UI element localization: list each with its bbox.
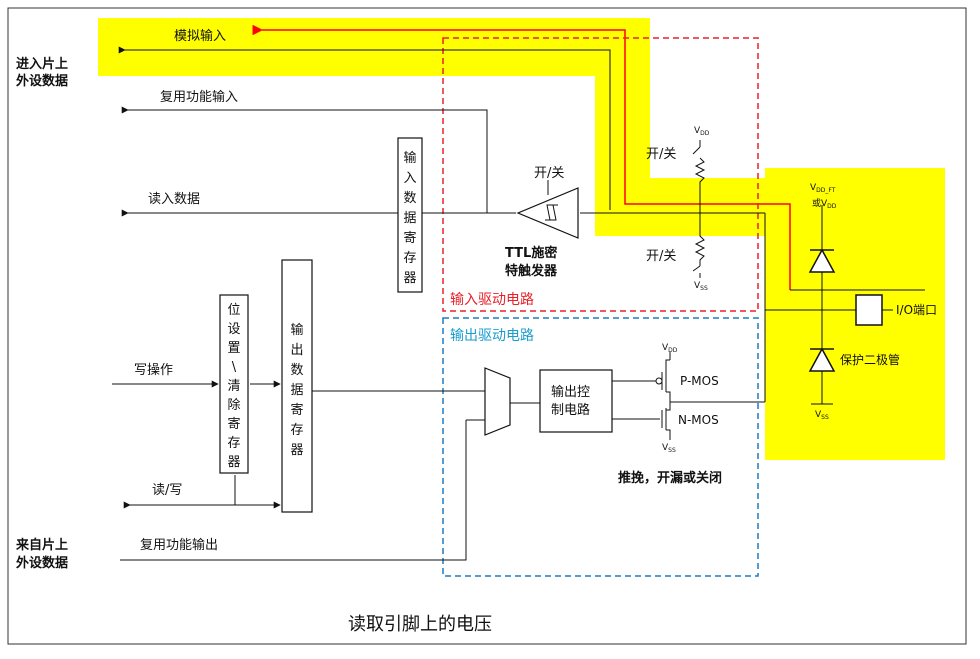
input-driver-label: 输入驱动电路 bbox=[450, 292, 534, 308]
peripheral-in-label-1: 进入片上 bbox=[16, 56, 68, 72]
protect-diode-label: 保护二极管 bbox=[840, 352, 900, 367]
pulldown-switch-label: 开/关 bbox=[646, 249, 676, 264]
alt-func-output-label: 复用功能输出 bbox=[140, 537, 218, 553]
outer-border bbox=[7, 7, 967, 645]
io-pad bbox=[855, 294, 883, 326]
write-op-label: 写操作 bbox=[134, 362, 173, 378]
vdd-pullup-label: VDD bbox=[694, 126, 710, 137]
bit-set-clear-register bbox=[219, 294, 249, 474]
vdd-ft-label: VDD_FT bbox=[810, 183, 836, 194]
io-port-label: I/O端口 bbox=[896, 303, 937, 317]
register-char: 数 bbox=[403, 191, 416, 206]
vss-nmos-label: VSS bbox=[662, 443, 676, 454]
register-char: 器 bbox=[290, 443, 303, 458]
output-control-label-1: 输出控 bbox=[551, 384, 590, 400]
register-char: 据 bbox=[403, 211, 416, 226]
nmos-label: N-MOS bbox=[678, 413, 719, 427]
mosfet-pair bbox=[655, 352, 765, 440]
input-driver-box bbox=[442, 37, 759, 312]
schmitt-label-2: 特触发器 bbox=[505, 263, 558, 279]
output-wires bbox=[112, 380, 660, 561]
output-data-register bbox=[281, 259, 313, 513]
push-pull-label: 推挽，开漏或关闭 bbox=[618, 470, 722, 486]
output-mux bbox=[484, 367, 511, 436]
vss-diode-label: VSS bbox=[815, 410, 829, 421]
protection-diodes bbox=[808, 205, 836, 405]
analog-signal-path bbox=[252, 24, 791, 290]
register-char: 器 bbox=[403, 271, 416, 286]
output-control-box bbox=[539, 369, 613, 433]
vss-pulldown-label: VSS bbox=[694, 281, 708, 292]
register-char: 寄 bbox=[290, 402, 303, 418]
read-data-label: 读入数据 bbox=[148, 192, 200, 207]
peripheral-in-label-2: 外设数据 bbox=[15, 73, 68, 89]
input-wires bbox=[118, 46, 925, 402]
register-char: 设 bbox=[227, 322, 240, 337]
vdd-or-label: 或VDD bbox=[812, 197, 837, 210]
schmitt-label-1: TTL施密 bbox=[505, 245, 557, 261]
register-char: 输 bbox=[290, 322, 303, 338]
read-write-label: 读/写 bbox=[152, 483, 182, 498]
pullup-switch-label: 开/关 bbox=[646, 147, 676, 162]
peripheral-out-label-2: 外设数据 bbox=[15, 555, 68, 571]
hysteresis-icon bbox=[545, 204, 558, 221]
register-char: 寄 bbox=[227, 416, 240, 432]
output-driver-box bbox=[442, 317, 759, 577]
register-char: \ bbox=[232, 360, 237, 375]
pull-resistors bbox=[692, 140, 706, 278]
register-char: 器 bbox=[227, 455, 240, 470]
register-char: 存 bbox=[290, 423, 303, 438]
register-char: 清 bbox=[227, 379, 240, 394]
peripheral-out-label-1: 来自片上 bbox=[15, 537, 68, 553]
schmitt-trigger bbox=[516, 187, 579, 239]
analog-input-label: 模拟输入 bbox=[174, 28, 226, 44]
register-char: 入 bbox=[403, 171, 416, 186]
register-char: 出 bbox=[290, 343, 303, 358]
alt-func-input-label: 复用功能输入 bbox=[160, 89, 238, 105]
output-driver-label: 输出驱动电路 bbox=[450, 328, 534, 344]
register-char: 除 bbox=[227, 398, 240, 413]
register-char: 存 bbox=[403, 251, 416, 266]
pmos-label: P-MOS bbox=[680, 374, 719, 388]
register-char: 寄 bbox=[403, 230, 416, 246]
schmitt-switch-label: 开/关 bbox=[534, 166, 564, 181]
register-char: 输 bbox=[403, 150, 416, 166]
caption: 读取引脚上的电压 bbox=[348, 614, 492, 635]
output-control-label-2: 制电路 bbox=[551, 402, 590, 418]
highlight-area bbox=[98, 18, 945, 460]
register-char: 位 bbox=[227, 303, 240, 318]
register-char: 存 bbox=[227, 436, 240, 451]
register-char: 据 bbox=[290, 383, 303, 398]
input-data-register bbox=[397, 137, 423, 293]
register-char: 置 bbox=[227, 341, 240, 356]
register-char: 数 bbox=[290, 363, 303, 378]
vdd-pmos-label: VDD bbox=[662, 343, 678, 354]
